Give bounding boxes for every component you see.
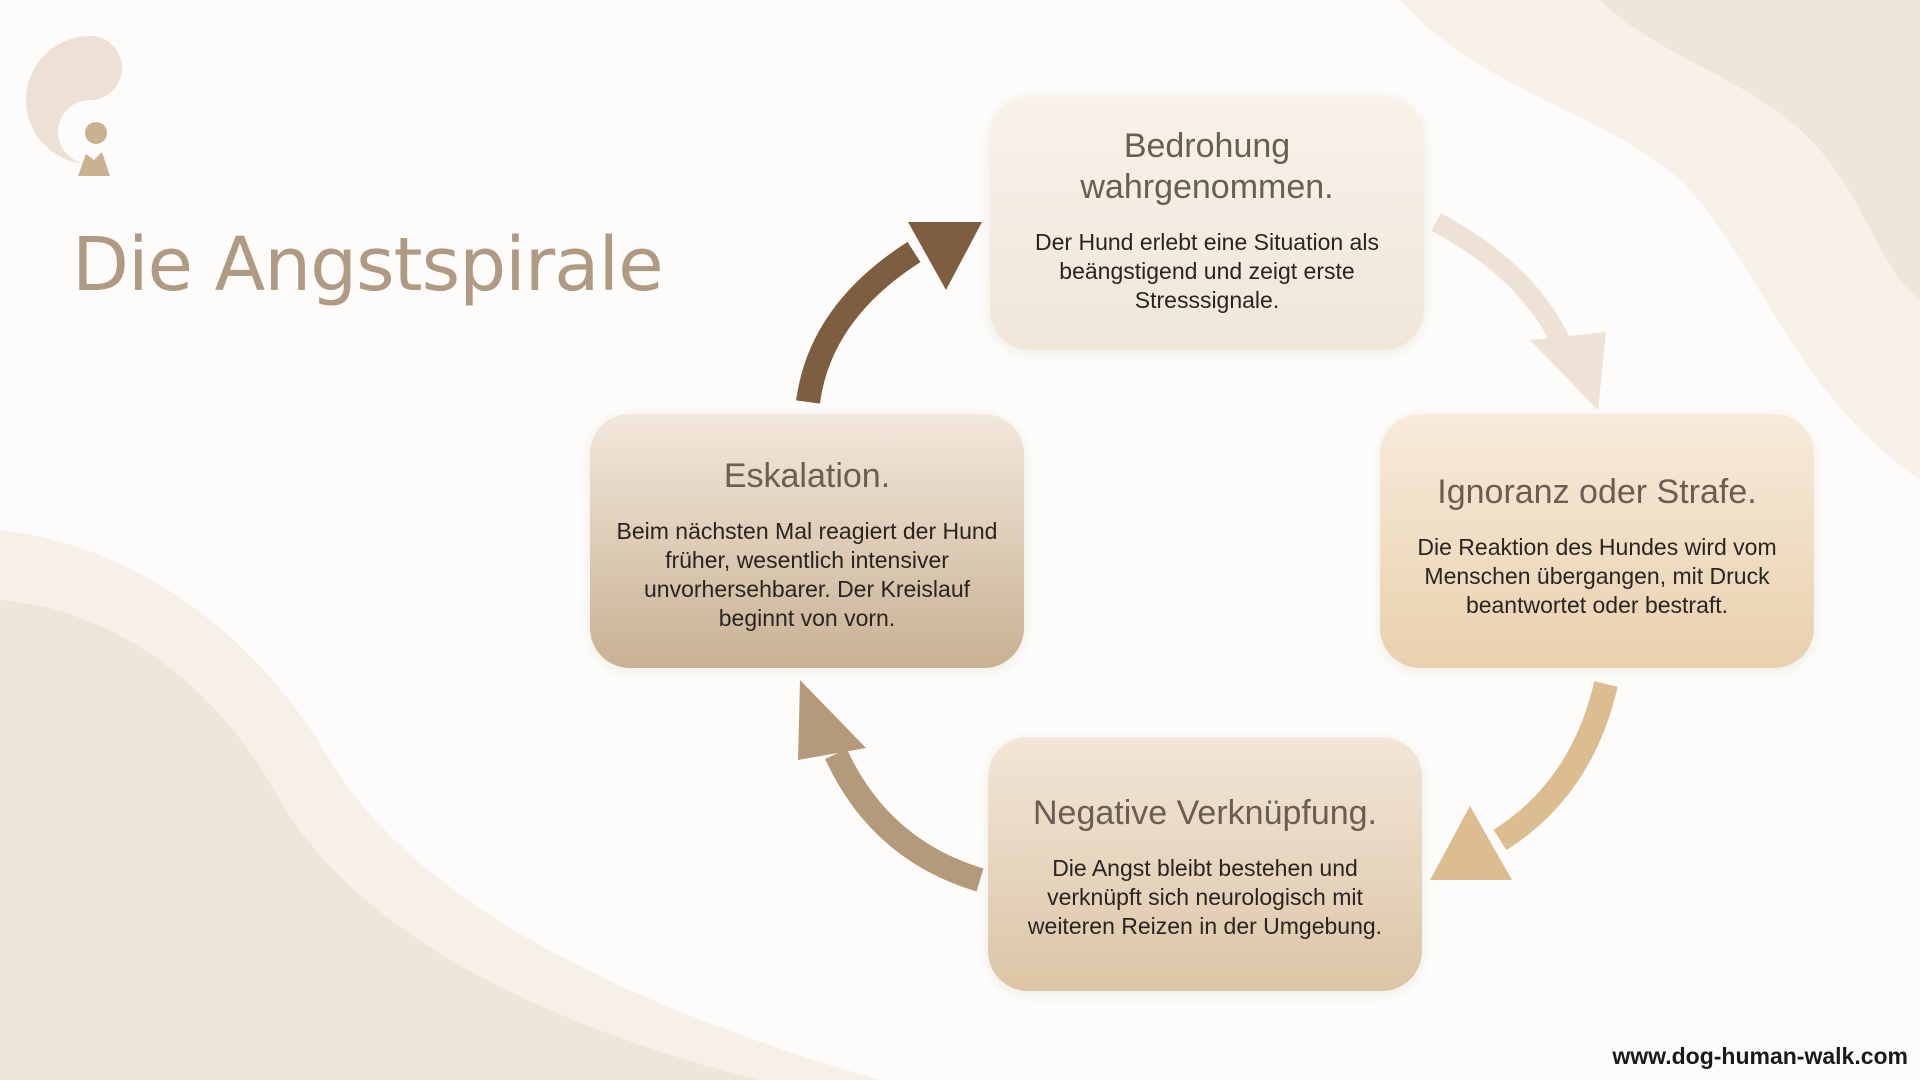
cycle-step-threat: Bedrohung wahrgenommen. Der Hund erlebt …	[990, 96, 1424, 350]
cycle-step-title: Negative Verknüpfung.	[1032, 794, 1378, 832]
cycle-step-text: Die Angst bleibt bestehen und verknüpft …	[1027, 855, 1383, 939]
arrow-ignore-to-negative	[1430, 681, 1618, 880]
page-title: Die Angstspirale	[72, 222, 664, 308]
cycle-step-title: Bedrohung wahrgenommen.	[1080, 127, 1334, 206]
cycle-step-ignore-or-punish: Ignoranz oder Strafe. Die Reaktion des H…	[1380, 414, 1814, 668]
cycle-step-title: Ignoranz oder Strafe.	[1437, 473, 1757, 511]
cycle-step-escalation: Eskalation. Beim nächsten Mal reagiert d…	[590, 414, 1024, 668]
arrow-escalation-to-threat	[796, 222, 982, 404]
cycle-step-text: Beim nächsten Mal reagiert der Hund früh…	[616, 518, 998, 631]
yin-yang-dog-icon	[26, 36, 154, 176]
cycle-step-text: Die Reaktion des Hundes wird vom Mensche…	[1417, 534, 1777, 618]
cycle-step-negative-association: Negative Verknüpfung. Die Angst bleibt b…	[988, 737, 1422, 991]
arrow-negative-to-escalation	[798, 680, 984, 892]
arrow-threat-to-ignore	[1431, 213, 1606, 410]
cycle-step-text: Der Hund erlebt eine Situation als beäng…	[1035, 229, 1379, 313]
cycle-step-title: Eskalation.	[723, 457, 891, 495]
website-url: www.dog-human-walk.com	[1612, 1043, 1908, 1069]
